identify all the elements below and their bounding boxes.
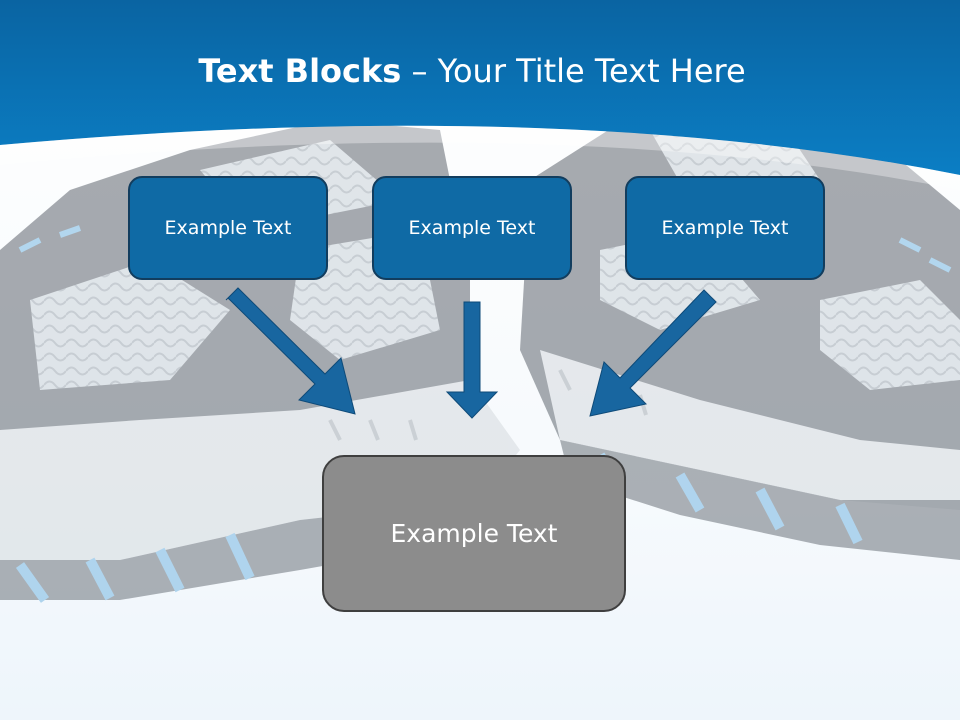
text-block-center-label: Example Text — [408, 217, 536, 239]
title-rest: Your Title Text Here — [437, 52, 746, 90]
text-block-left[interactable]: Example Text — [128, 176, 328, 280]
slide-title: Text Blocks – Your Title Text Here — [0, 52, 944, 90]
text-block-bottom-label: Example Text — [390, 519, 558, 548]
header-highlight-curve — [0, 125, 960, 190]
title-bold: Text Blocks — [198, 52, 402, 90]
arrow-right-to-bottom — [589, 289, 717, 417]
text-block-bottom[interactable]: Example Text — [322, 455, 626, 612]
arrow-left-to-bottom — [225, 287, 356, 415]
arrow-center-to-bottom — [445, 301, 499, 419]
title-dash: – — [401, 52, 438, 90]
text-block-right[interactable]: Example Text — [625, 176, 825, 280]
header-band — [0, 0, 960, 175]
text-block-left-label: Example Text — [164, 217, 292, 239]
text-block-right-label: Example Text — [661, 217, 789, 239]
text-block-center[interactable]: Example Text — [372, 176, 572, 280]
